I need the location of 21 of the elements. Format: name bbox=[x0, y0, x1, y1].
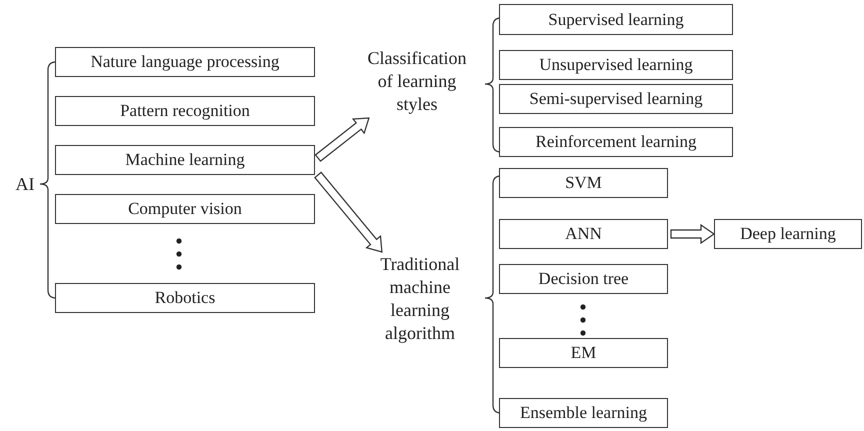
hollow-arrow bbox=[314, 172, 383, 253]
text-label: Traditional machine learning algorithm bbox=[362, 252, 478, 346]
process-box: Supervised learning bbox=[499, 4, 733, 35]
text-label: Classification of learning styles bbox=[362, 44, 472, 118]
process-box: Robotics bbox=[55, 283, 315, 313]
process-box: ANN bbox=[499, 219, 668, 249]
hollow-arrow bbox=[670, 224, 716, 244]
process-box: Pattern recognition bbox=[55, 96, 315, 126]
process-box: Deep learning bbox=[714, 219, 862, 249]
process-box: Decision tree bbox=[499, 264, 668, 294]
process-box: Reinforcement learning bbox=[499, 127, 733, 157]
text-label: AI bbox=[10, 172, 40, 196]
hollow-arrow bbox=[314, 117, 370, 162]
process-box: EM bbox=[499, 338, 668, 368]
process-box: SVM bbox=[499, 168, 668, 198]
process-box: Semi-supervised learning bbox=[499, 84, 733, 114]
process-box: Machine learning bbox=[55, 145, 315, 175]
process-box: Ensemble learning bbox=[499, 398, 668, 428]
process-box: Computer vision bbox=[55, 194, 315, 224]
process-box: Unsupervised learning bbox=[499, 50, 733, 80]
process-box: Nature language processing bbox=[55, 47, 315, 77]
